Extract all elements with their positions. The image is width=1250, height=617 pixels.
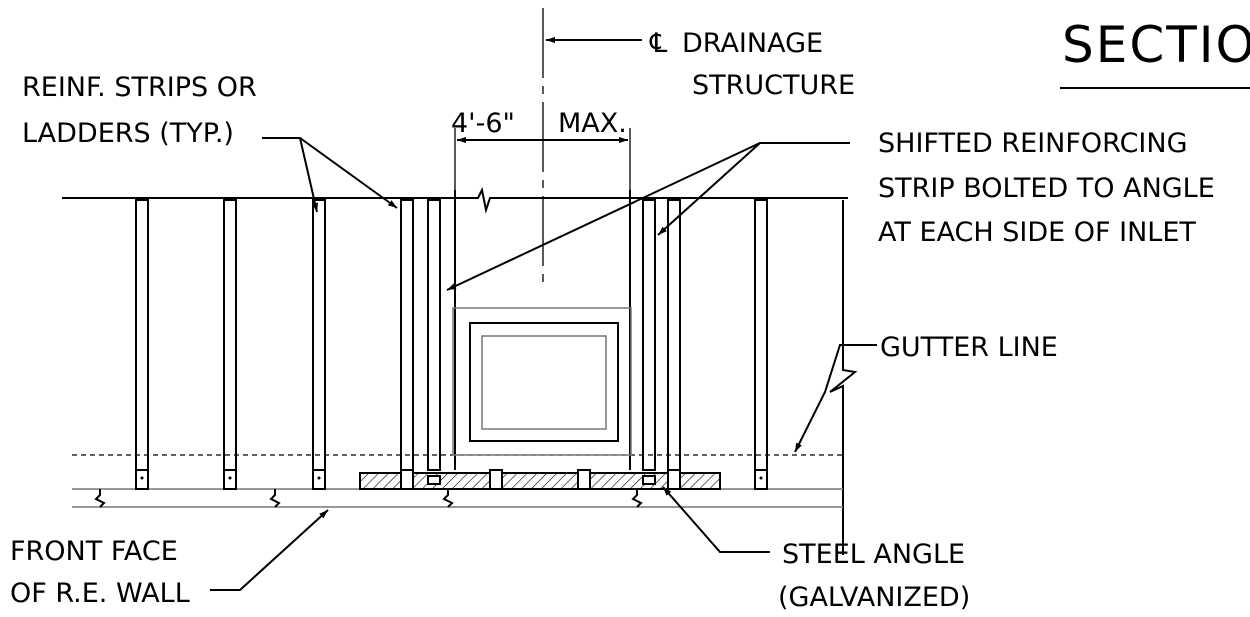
shifted-label-1: SHIFTED REINFORCING xyxy=(878,128,1188,159)
dimension-value: 4'-6" xyxy=(451,108,515,139)
shifted-leader-2 xyxy=(657,142,761,236)
centerline-symbol: ℄ xyxy=(649,28,668,59)
strip-3 xyxy=(312,199,326,490)
steel-angle xyxy=(359,472,721,490)
shifted-label-2: STRIP BOLTED TO ANGLE xyxy=(878,173,1215,204)
shifted-leader-1 xyxy=(446,142,850,291)
strip-right xyxy=(754,199,768,490)
reinf-label-1: REINF. STRIPS OR xyxy=(22,72,257,103)
shifted-label-3: AT EACH SIDE OF INLET xyxy=(878,217,1196,248)
shifted-strips-right xyxy=(629,190,681,471)
reinforcing-strips xyxy=(135,199,768,490)
shifted-strips-left xyxy=(400,190,456,471)
front-face-leader xyxy=(210,509,329,591)
steel-angle-label-2: (GALVANIZED) xyxy=(778,582,970,613)
right-wall-line xyxy=(829,200,858,555)
reinf-label-2: LADDERS (TYP.) xyxy=(22,118,234,149)
gutter-label: GUTTER LINE xyxy=(880,332,1058,363)
front-face-breaks xyxy=(94,489,643,508)
strip-1 xyxy=(135,199,149,490)
drainage-label-2: STRUCTURE xyxy=(692,70,855,101)
steel-angle-leader xyxy=(662,486,770,553)
drainage-label-1: DRAINAGE xyxy=(682,28,823,59)
drainage-inlet xyxy=(452,307,632,456)
front-face-label-1: FRONT FACE xyxy=(10,536,178,567)
gutter-leader xyxy=(794,344,877,453)
strip-2 xyxy=(223,199,237,490)
section-title: SECTIO xyxy=(1062,16,1250,74)
steel-angle-label-1: STEEL ANGLE xyxy=(782,539,965,570)
dimension-max: MAX. xyxy=(558,108,627,139)
angle-bolts xyxy=(400,469,681,490)
front-face-label-2: OF R.E. WALL xyxy=(10,578,190,609)
reinf-leader-2 xyxy=(299,137,319,213)
top-line xyxy=(62,186,848,214)
